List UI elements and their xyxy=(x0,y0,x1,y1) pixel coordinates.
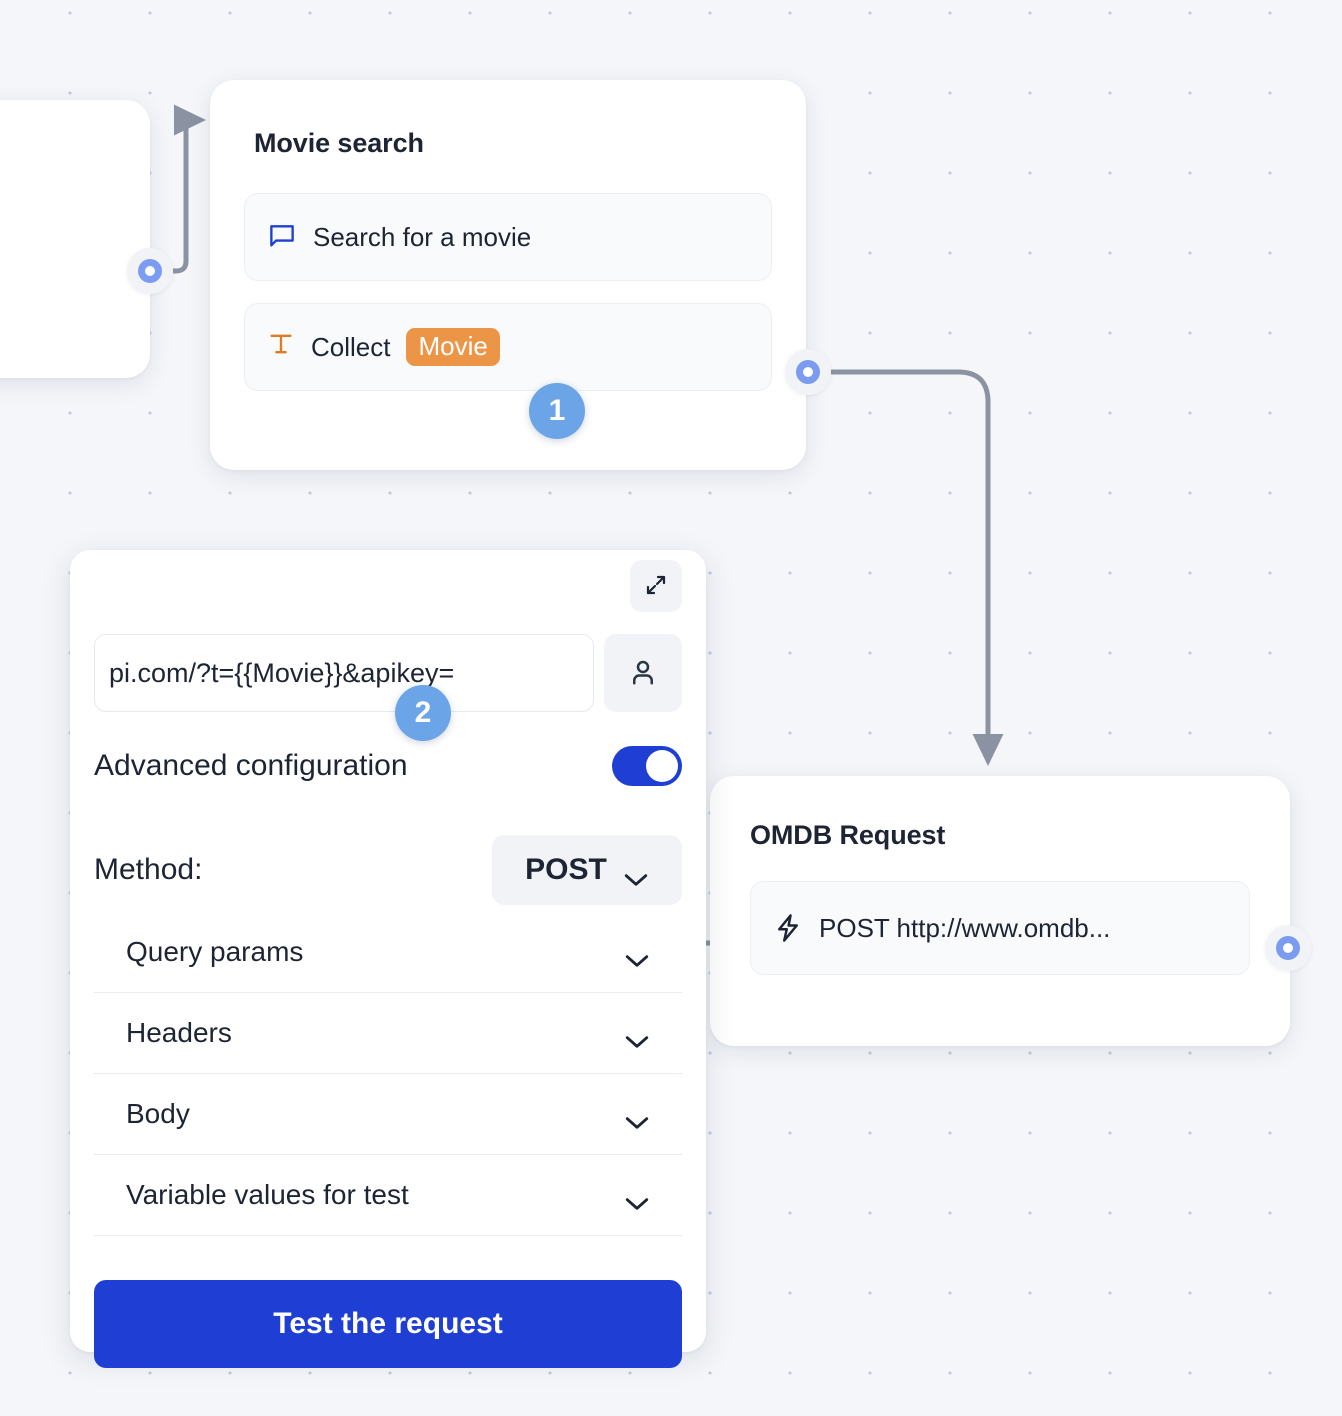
request-url-input[interactable] xyxy=(94,634,594,712)
section-headers[interactable]: Headers xyxy=(94,993,682,1074)
section-label: Body xyxy=(126,1098,190,1129)
person-icon xyxy=(628,657,658,690)
node-row-label: Search for a movie xyxy=(313,221,532,252)
advanced-configuration-toggle[interactable] xyxy=(612,746,682,786)
config-sections-list: Query params Headers Body xyxy=(94,912,682,1236)
chevron-down-icon xyxy=(623,862,649,886)
chevron-down-icon xyxy=(624,1025,650,1048)
section-label: Query params xyxy=(126,936,304,967)
method-label: Method: xyxy=(94,853,203,886)
port-omdb-output[interactable] xyxy=(1265,925,1311,971)
expand-diagonal-icon xyxy=(644,573,668,600)
chevron-down-icon xyxy=(624,1106,650,1129)
section-body[interactable]: Body xyxy=(94,1074,682,1155)
node-title-movie-search: Movie search xyxy=(254,128,424,158)
wire-movie-to-omdb xyxy=(829,369,1004,767)
method-select[interactable]: POST xyxy=(492,835,682,905)
node-row-collect-movie[interactable]: Collect Movie xyxy=(244,303,772,391)
section-label: Headers xyxy=(126,1017,232,1048)
node-row-post-request[interactable]: POST http://www.omdb... xyxy=(750,881,1250,975)
expand-panel-button[interactable] xyxy=(630,560,682,612)
node-title-omdb-request: OMDB Request xyxy=(750,820,946,850)
text-t-icon xyxy=(267,330,295,364)
chevron-down-icon xyxy=(624,1187,650,1210)
lightning-bolt-icon xyxy=(773,912,803,944)
node-row-label: Collect xyxy=(311,331,391,362)
url-row xyxy=(94,634,682,712)
method-row: Method: POST xyxy=(94,835,682,905)
wire-left-to-movie xyxy=(165,104,207,274)
port-movie-search-output[interactable] xyxy=(785,349,831,395)
section-variable-values-for-test[interactable]: Variable values for test xyxy=(94,1155,682,1236)
method-selected-value: POST xyxy=(525,853,607,886)
partial-node-card[interactable] xyxy=(0,100,150,378)
test-the-request-button[interactable]: Test the request xyxy=(94,1280,682,1368)
speech-bubble-icon xyxy=(267,224,297,250)
node-card-omdb-request[interactable]: OMDB Request POST http://www.omdb... xyxy=(710,776,1290,1046)
variable-chip-movie[interactable]: Movie xyxy=(406,328,500,366)
request-config-panel[interactable]: Advanced configuration Method: POST Quer… xyxy=(70,550,706,1368)
advanced-configuration-label: Advanced configuration xyxy=(94,749,408,782)
node-row-search-for-a-movie[interactable]: Search for a movie xyxy=(244,193,772,281)
section-label: Variable values for test xyxy=(126,1179,409,1210)
node-row-label: POST http://www.omdb... xyxy=(819,912,1111,943)
auth-user-button[interactable] xyxy=(604,634,682,712)
chevron-down-icon xyxy=(624,944,650,967)
node-card-movie-search[interactable]: Movie search Search for a movie Collect … xyxy=(210,80,806,470)
port-left-output[interactable] xyxy=(127,248,173,294)
section-query-params[interactable]: Query params xyxy=(94,912,682,993)
advanced-configuration-row: Advanced configuration xyxy=(94,746,682,786)
step-badge-2: 2 xyxy=(395,685,451,741)
step-badge-1: 1 xyxy=(529,383,585,439)
